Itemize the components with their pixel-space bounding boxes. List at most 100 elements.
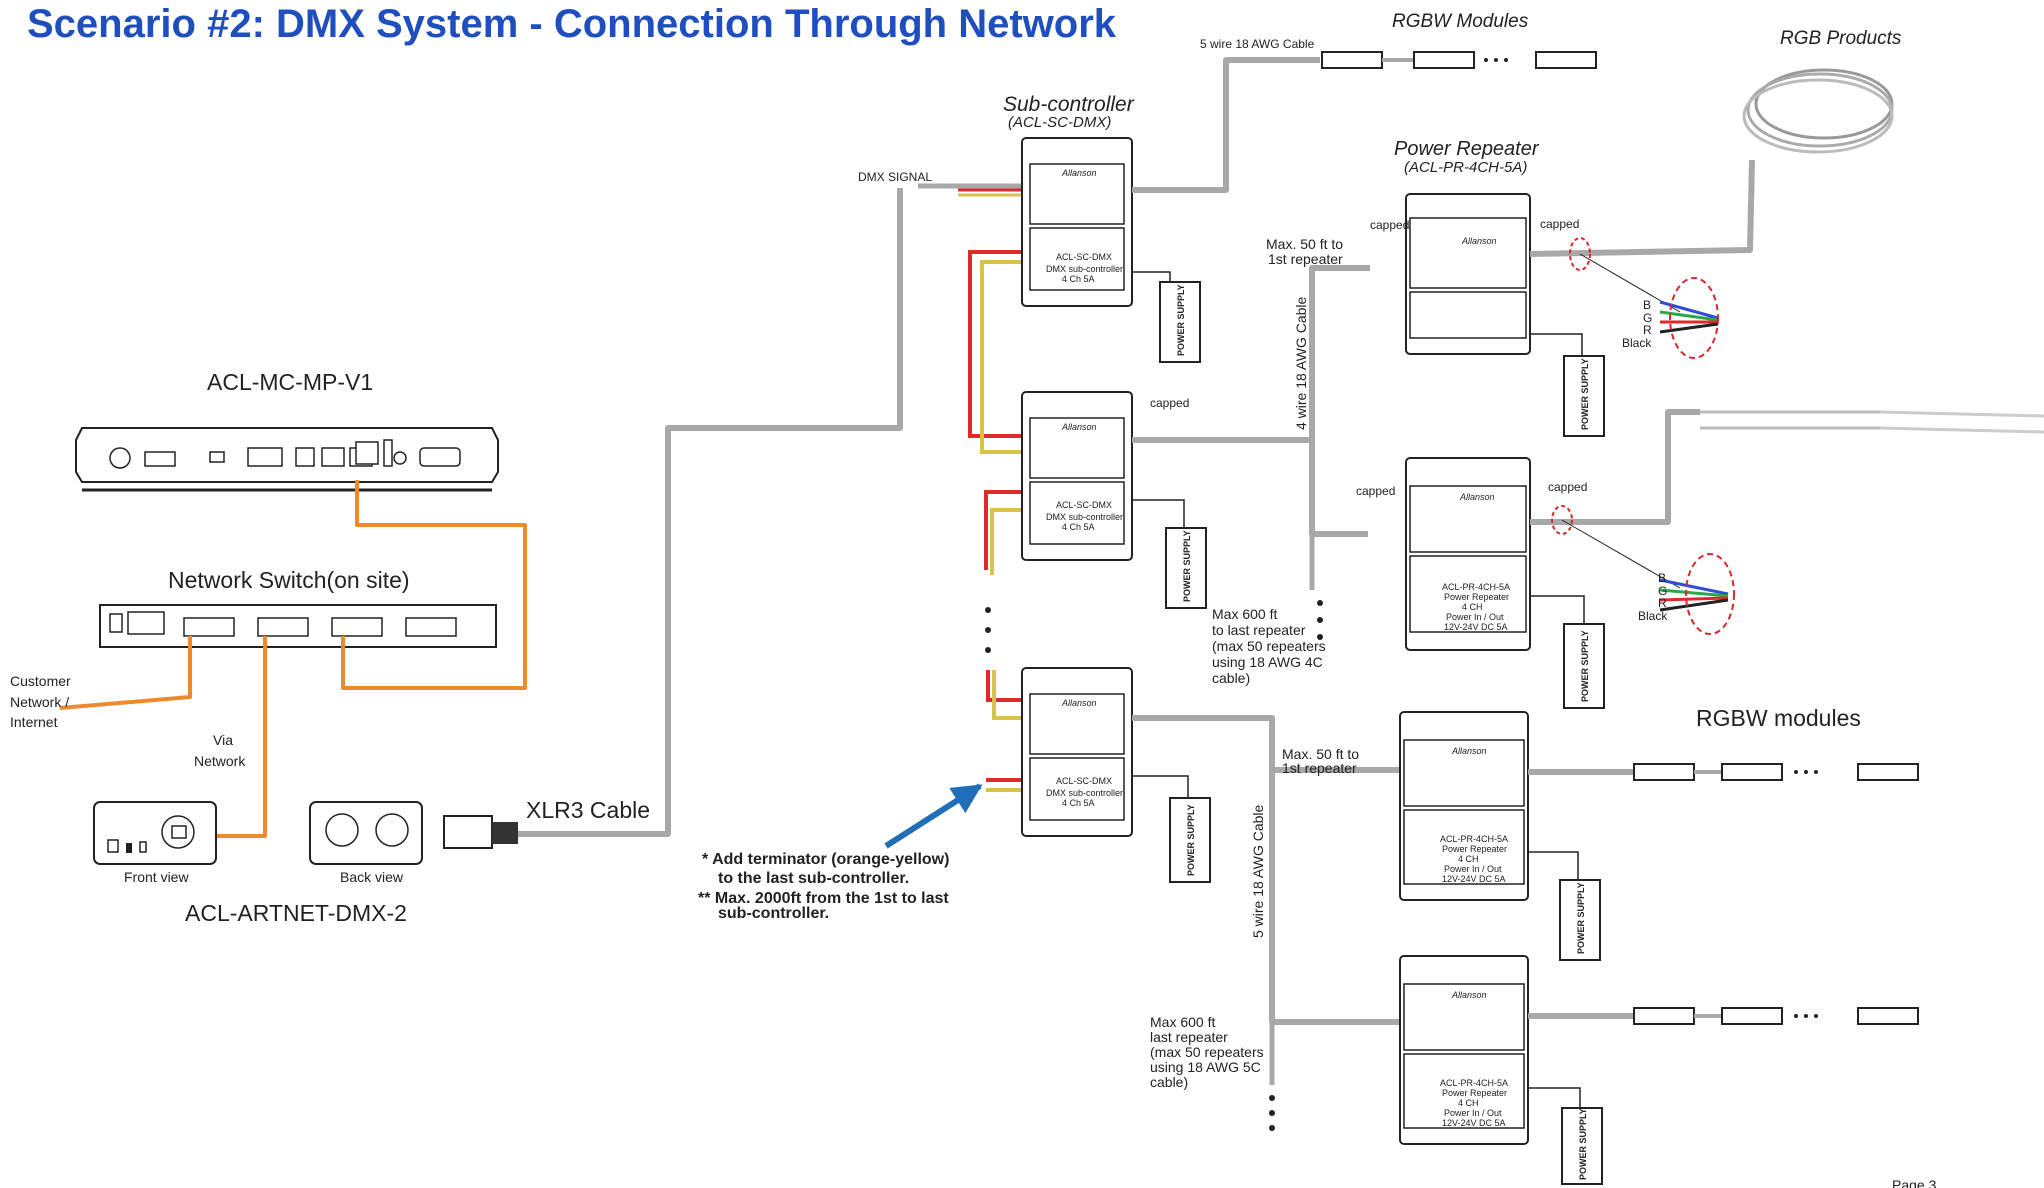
svg-text:Power Repeater: Power Repeater bbox=[1442, 1088, 1507, 1098]
note-line-3: ** Max. 2000ft from the 1st to last bbox=[698, 890, 949, 907]
power-supply-pr-3: POWER SUPPLY bbox=[1528, 851, 1601, 961]
network-cable-artnet bbox=[215, 636, 267, 838]
svg-text:12V-24V DC 5A: 12V-24V DC 5A bbox=[1442, 1118, 1506, 1128]
capped-label-pr1-in: capped bbox=[1370, 218, 1409, 232]
svg-text:12V-24V DC 5A: 12V-24V DC 5A bbox=[1444, 622, 1508, 632]
sub-controller-model: (ACL-SC-DMX) bbox=[1008, 114, 1111, 131]
svg-text:Power In / Out: Power In / Out bbox=[1444, 1108, 1502, 1118]
customer-network-label-1: Customer bbox=[10, 673, 71, 689]
max600-a-line1: Max 600 ft bbox=[1212, 606, 1277, 622]
max600-a-line2: to last repeater bbox=[1212, 622, 1306, 638]
svg-text:4 Ch 5A: 4 Ch 5A bbox=[1062, 522, 1095, 532]
svg-text:POWER SUPPLY: POWER SUPPLY bbox=[1578, 1108, 1588, 1180]
artnet-label: ACL-ARTNET-DMX-2 bbox=[185, 900, 407, 926]
front-view-label: Front view bbox=[124, 869, 189, 885]
terminator-arrow bbox=[884, 783, 983, 849]
svg-text:DMX sub-controller: DMX sub-controller bbox=[1046, 264, 1123, 274]
svg-text:POWER SUPPLY: POWER SUPPLY bbox=[1182, 530, 1192, 602]
network-cable-customer bbox=[59, 636, 192, 710]
svg-text:Allanson: Allanson bbox=[1459, 492, 1495, 502]
four-wire-cable-label: 4 wire 18 AWG Cable bbox=[1293, 296, 1309, 430]
note-line-2: to the last sub-controller. bbox=[718, 870, 909, 887]
wire-black-label-2: Black bbox=[1638, 609, 1668, 623]
continuation-dots-5w bbox=[1269, 1095, 1275, 1131]
svg-text:4 CH: 4 CH bbox=[1458, 1098, 1479, 1108]
max50-a-line1: Max. 50 ft to bbox=[1266, 236, 1343, 252]
power-supply-pr-1: POWER SUPPLY bbox=[1530, 333, 1605, 437]
svg-text:Allanson: Allanson bbox=[1061, 422, 1097, 432]
svg-text:DMX sub-controller: DMX sub-controller bbox=[1046, 512, 1123, 522]
power-repeater-4: ACL-PR-4CH-5A Power Repeater 4 CH Power … bbox=[1399, 955, 1529, 1145]
rgbw-modules-lower-label: RGBW modules bbox=[1696, 705, 1861, 731]
rgbw-modules-lower-2 bbox=[1633, 1007, 1919, 1025]
xlr3-cable bbox=[518, 188, 903, 837]
dmx-signal-label: DMX SIGNAL bbox=[858, 170, 932, 184]
svg-text:ACL-SC-DMX: ACL-SC-DMX bbox=[1056, 500, 1112, 510]
svg-text:POWER SUPPLY: POWER SUPPLY bbox=[1580, 358, 1590, 430]
svg-text:Power Repeater: Power Repeater bbox=[1442, 844, 1507, 854]
wire-b-label-1: B bbox=[1643, 298, 1651, 312]
rgbw-modules-lower-1 bbox=[1633, 763, 1919, 781]
network-cable-controller bbox=[341, 480, 527, 690]
wire-detail-2 bbox=[1561, 519, 1735, 635]
sub-controller-title: Sub-controller bbox=[1003, 93, 1135, 116]
capped-label-pr2-out: capped bbox=[1548, 480, 1587, 494]
sub-controller-3: ACL-SC-DMX DMX sub-controller 4 Ch 5A Al… bbox=[1021, 667, 1133, 837]
highlight-cap-pr1 bbox=[1569, 237, 1591, 271]
rgb-products-strips bbox=[1700, 410, 2044, 434]
svg-text:Power In / Out: Power In / Out bbox=[1444, 864, 1502, 874]
sub-controller-2: ACL-SC-DMX DMX sub-controller 4 Ch 5A Al… bbox=[1021, 391, 1133, 561]
svg-text:POWER SUPPLY: POWER SUPPLY bbox=[1576, 882, 1586, 954]
svg-text:ACL-PR-4CH-5A: ACL-PR-4CH-5A bbox=[1442, 582, 1510, 592]
customer-network-label-2: Network / bbox=[10, 694, 69, 710]
svg-text:ACL-PR-4CH-5A: ACL-PR-4CH-5A bbox=[1440, 834, 1508, 844]
max600-b-line2: last repeater bbox=[1150, 1029, 1228, 1045]
max600-a-line4: using 18 AWG 4C bbox=[1212, 654, 1323, 670]
svg-text:Allanson: Allanson bbox=[1461, 236, 1497, 246]
power-repeater-3: ACL-PR-4CH-5A Power Repeater 4 CH Power … bbox=[1399, 711, 1529, 901]
svg-text:4 Ch 5A: 4 Ch 5A bbox=[1062, 798, 1095, 808]
rgb-products-label: RGB Products bbox=[1780, 28, 1902, 49]
main-controller-label: ACL-MC-MP-V1 bbox=[207, 369, 373, 395]
svg-text:12V-24V DC 5A: 12V-24V DC 5A bbox=[1442, 874, 1506, 884]
max600-b-line1: Max 600 ft bbox=[1150, 1014, 1215, 1030]
svg-text:Power In / Out: Power In / Out bbox=[1446, 612, 1504, 622]
note-line-4: sub-controller. bbox=[718, 905, 829, 922]
continuation-dots-4w bbox=[1317, 600, 1323, 640]
svg-text:POWER SUPPLY: POWER SUPPLY bbox=[1580, 630, 1590, 702]
rgb-products-coil bbox=[1742, 68, 1894, 154]
page-number: Page 3 bbox=[1892, 1177, 1937, 1188]
power-repeater-title: Power Repeater bbox=[1394, 138, 1540, 160]
wire-g-label-2: G bbox=[1658, 584, 1667, 598]
wire-b-label-2: B bbox=[1658, 571, 1666, 585]
xlr3-plug-end bbox=[492, 822, 518, 844]
customer-network-label-3: Internet bbox=[10, 714, 58, 730]
svg-text:Power Repeater: Power Repeater bbox=[1444, 592, 1509, 602]
sc3-output-cable bbox=[1132, 715, 1275, 1022]
capped-label-pr1-out: capped bbox=[1540, 217, 1579, 231]
svg-text:Allanson: Allanson bbox=[1061, 168, 1097, 178]
wire-r-label-1: R bbox=[1643, 323, 1652, 337]
svg-text:POWER SUPPLY: POWER SUPPLY bbox=[1176, 284, 1186, 356]
artnet-back-view bbox=[309, 801, 423, 865]
svg-text:4 Ch 5A: 4 Ch 5A bbox=[1062, 274, 1095, 284]
max600-b-line5: cable) bbox=[1150, 1074, 1188, 1090]
svg-text:4 CH: 4 CH bbox=[1462, 602, 1483, 612]
note-line-1: * Add terminator (orange-yellow) bbox=[702, 851, 949, 868]
svg-text:POWER SUPPLY: POWER SUPPLY bbox=[1186, 804, 1196, 876]
highlight-cap-pr2 bbox=[1551, 505, 1573, 535]
continuation-dots-sc bbox=[985, 607, 991, 653]
wire-detail-1 bbox=[1579, 253, 1719, 359]
power-supply-pr-2: POWER SUPPLY bbox=[1530, 595, 1605, 709]
max600-b-line4: using 18 AWG 5C bbox=[1150, 1059, 1261, 1075]
max50-b-line2: 1st repeater bbox=[1282, 760, 1357, 776]
svg-text:ACL-PR-4CH-5A: ACL-PR-4CH-5A bbox=[1440, 1078, 1508, 1088]
power-repeater-model: (ACL-PR-4CH-5A) bbox=[1404, 159, 1527, 176]
wire-r-label-2: R bbox=[1658, 596, 1667, 610]
five-wire-cable-label: 5 wire 18 AWG Cable bbox=[1200, 37, 1315, 51]
max50-a-line2: 1st repeater bbox=[1268, 251, 1343, 267]
sc1-output-cable bbox=[1132, 57, 1320, 193]
rgbw-modules-top-label: RGBW Modules bbox=[1392, 11, 1529, 32]
network-switch bbox=[99, 604, 497, 648]
